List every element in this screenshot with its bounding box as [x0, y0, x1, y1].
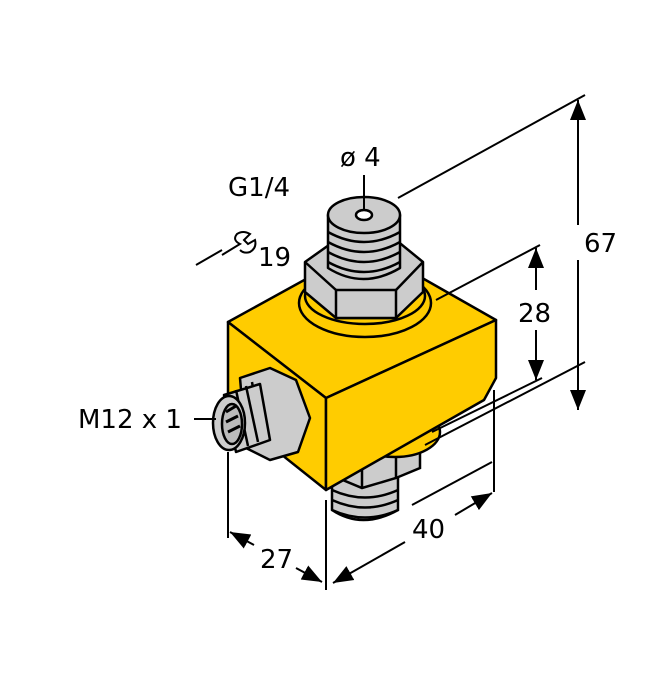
wrench-size-label: 19	[258, 243, 291, 273]
process-thread-label: G1/4	[228, 173, 290, 203]
m12-connector	[211, 366, 312, 462]
body-width-dimension: 27	[260, 545, 293, 575]
body-height-dimension: 28	[518, 299, 551, 329]
connector-thread-label: M12 x 1	[78, 405, 182, 435]
bore-diameter-label: ø 4	[340, 143, 381, 173]
process-fitting	[303, 195, 425, 320]
dimension-lines	[194, 94, 586, 590]
total-height-dimension: 67	[584, 229, 617, 259]
body-length-dimension: 40	[412, 515, 445, 545]
wrench-icon	[221, 231, 257, 256]
